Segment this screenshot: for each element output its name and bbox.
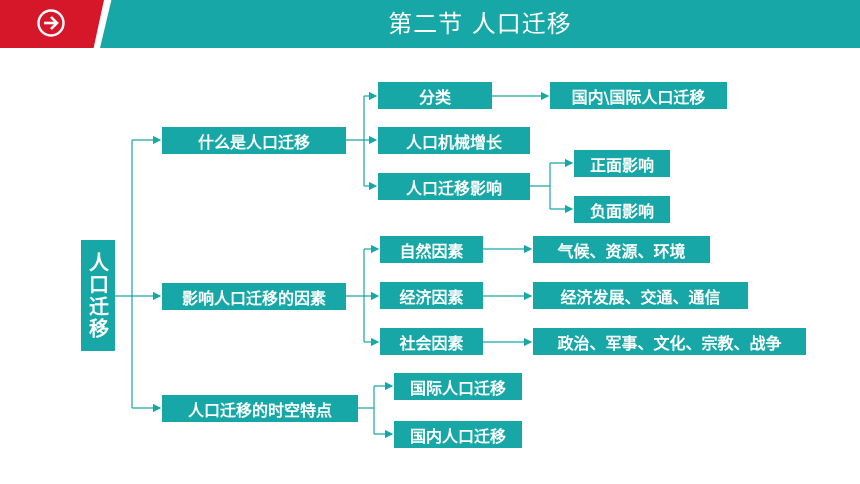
- header-teal-band: [100, 0, 860, 48]
- node-international-migration: 国际人口迁移: [394, 373, 522, 400]
- branch-what-is-migration: 什么是人口迁移: [162, 127, 346, 154]
- node-negative-impact: 负面影响: [574, 196, 670, 223]
- node-economic-detail: 经济发展、交通、通信: [533, 282, 748, 309]
- branch-influencing-factors: 影响人口迁移的因素: [162, 283, 346, 310]
- node-domestic-migration: 国内人口迁移: [394, 421, 522, 448]
- node-positive-impact: 正面影响: [574, 150, 670, 177]
- node-natural-factors: 自然因素: [380, 236, 483, 263]
- node-migration-impact: 人口迁移影响: [378, 173, 530, 200]
- node-mechanical-growth: 人口机械增长: [378, 127, 530, 154]
- node-social-factors: 社会因素: [380, 328, 483, 355]
- page-title: 第二节 人口迁移: [388, 10, 572, 38]
- node-natural-detail: 气候、资源、环境: [533, 236, 710, 263]
- arrow-right-circle-icon[interactable]: [36, 8, 66, 38]
- node-social-detail: 政治、军事、文化、宗教、战争: [533, 328, 806, 355]
- branch-spatiotemporal-features: 人口迁移的时空特点: [162, 395, 358, 422]
- node-classification: 分类: [378, 82, 492, 109]
- node-economic-factors: 经济因素: [380, 282, 483, 309]
- root-node: 人口迁移: [81, 240, 115, 351]
- node-domestic-international: 国内\国际人口迁移: [550, 82, 727, 109]
